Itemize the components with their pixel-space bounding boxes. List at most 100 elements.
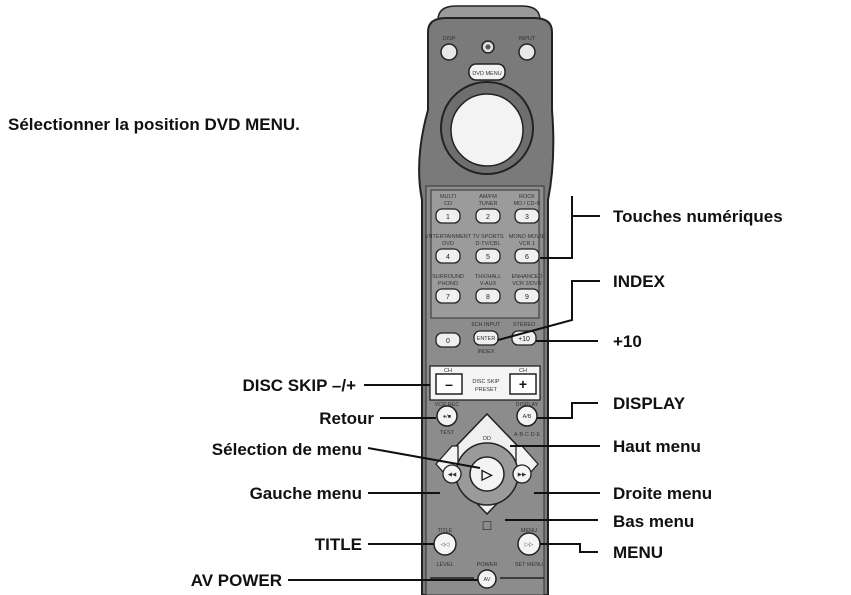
- label-select-dvd-menu: Sélectionner la position DVD MENU.: [8, 115, 300, 134]
- label-plus10: +10: [613, 332, 642, 351]
- key-caption-source: CD: [444, 201, 452, 207]
- zero-button[interactable]: [435, 332, 461, 348]
- key-caption-source: DVD: [442, 241, 454, 247]
- key-caption-top: TV SPORTS: [472, 234, 503, 240]
- label-display: DISPLAY: [613, 394, 686, 413]
- plus10-button-label: +10: [518, 336, 530, 343]
- key-caption-top: SURROUND: [432, 274, 464, 280]
- key-caption-top: MULTI: [440, 194, 457, 200]
- key-caption-source: PHONO: [438, 281, 459, 287]
- retour-button-label: ●/■: [443, 414, 451, 420]
- menu-caption: MENU: [521, 528, 537, 534]
- key-caption-top: ENHANCED: [512, 274, 543, 280]
- label-retour: Retour: [319, 409, 374, 428]
- navigation-area: ▷ DD ◀◀ ▶▶ □: [435, 412, 539, 533]
- title-button-icon: ◁◁: [441, 542, 450, 548]
- abcde-caption: A·B·C·D·E: [514, 432, 541, 438]
- enter-button-label: ENTER: [477, 336, 496, 342]
- zero-button-label: 0: [446, 338, 450, 345]
- label-title: TITLE: [315, 535, 362, 554]
- key-caption-top: AM/FM: [479, 194, 497, 200]
- numeric-key-7[interactable]: [435, 288, 461, 304]
- callout-lines: [288, 196, 600, 581]
- play-button[interactable]: [469, 456, 505, 492]
- key-caption-top: MONO MOVIE: [509, 234, 546, 240]
- numeric-key-2[interactable]: [475, 208, 501, 224]
- label-av-power: AV POWER: [191, 571, 282, 590]
- skip-back-button[interactable]: [442, 464, 462, 484]
- numeric-key-label: 7: [446, 294, 450, 301]
- numeric-key-6[interactable]: [514, 248, 540, 264]
- disc-skip-minus-button[interactable]: [435, 373, 463, 395]
- set-menu-caption: SET MENU: [515, 562, 543, 568]
- ch-caption-right: CH: [519, 368, 527, 374]
- disc-skip-plus-label: +: [519, 376, 527, 392]
- numeric-key-5[interactable]: [475, 248, 501, 264]
- title-caption: TITLE: [438, 528, 453, 534]
- skip-forward-button[interactable]: [512, 464, 532, 484]
- label-numeric-keys: Touches numériques: [613, 207, 783, 226]
- label-gauche-menu: Gauche menu: [250, 484, 362, 503]
- av-power-button-label: AV: [484, 577, 491, 583]
- key-caption-top: ROCK: [519, 194, 535, 200]
- disc-skip-caption: DISC SKIP: [472, 379, 500, 385]
- numeric-key-3[interactable]: [514, 208, 540, 224]
- numeric-key-1[interactable]: [435, 208, 461, 224]
- rotary-dial-inner: [450, 93, 524, 167]
- key-caption-source: VCR 2/DVR: [512, 281, 541, 287]
- label-bas-menu: Bas menu: [613, 512, 694, 531]
- dvd-menu-position[interactable]: [468, 63, 506, 81]
- numeric-key-9[interactable]: [514, 288, 540, 304]
- numeric-key-label: 3: [525, 214, 529, 221]
- enter-caption: 6CH INPUT: [471, 322, 501, 328]
- test-caption: TEST: [440, 430, 455, 436]
- index-leader: [497, 280, 600, 341]
- plus10-caption: STEREO: [513, 322, 536, 328]
- dsp-up-label: DD: [483, 436, 491, 442]
- disc-skip-minus-label: –: [445, 376, 453, 392]
- dvd-menu-text: DVD MENU: [472, 71, 501, 77]
- power-caption: POWER: [477, 562, 498, 568]
- stop-icon[interactable]: □: [483, 517, 492, 533]
- enter-button[interactable]: [473, 330, 499, 346]
- numeric-key-8[interactable]: [475, 288, 501, 304]
- disc-skip-plus-button[interactable]: [509, 373, 537, 395]
- display-leader: [537, 402, 598, 419]
- remote-control: DISP INPUT DVD MENU MULTICD1AM/FMTUNER2R…: [418, 5, 555, 595]
- label-index: INDEX: [613, 272, 666, 291]
- input-button[interactable]: [518, 43, 536, 61]
- numeric-key-label: 1: [446, 214, 450, 221]
- input-label: INPUT: [519, 36, 536, 42]
- display-caption: DISPLAY: [516, 402, 539, 408]
- play-icon: ▷: [481, 466, 494, 482]
- numeric-key-label: 5: [486, 254, 490, 261]
- callout-labels: Sélectionner la position DVD MENU. Touch…: [8, 115, 783, 590]
- numeric-key-4[interactable]: [435, 248, 461, 264]
- key-caption-source: VCR 1: [519, 241, 535, 247]
- vcr-rec-caption: VCR REC: [435, 402, 460, 408]
- label-haut-menu: Haut menu: [613, 437, 701, 456]
- retour-button[interactable]: [436, 405, 458, 427]
- disp-label: DISP: [443, 36, 456, 42]
- numeric-key-label: 9: [525, 294, 529, 301]
- key-caption-top: ENTERTAINMENT: [425, 234, 472, 240]
- level-caption: LEVEL: [436, 562, 453, 568]
- label-selection-menu: Sélection de menu: [212, 440, 362, 459]
- numeric-key-label: 8: [486, 294, 490, 301]
- ch-caption-left: CH: [444, 368, 452, 374]
- skip-back-icon: ◀◀: [448, 472, 457, 478]
- menu-leader: [540, 543, 598, 553]
- preset-caption: PRESET: [475, 387, 498, 393]
- numeric-key-label: 4: [446, 254, 450, 261]
- display-button-label: A/B: [523, 414, 532, 420]
- display-button[interactable]: [516, 405, 538, 427]
- label-disc-skip: DISC SKIP –/+: [242, 376, 356, 395]
- numeric-key-label: 2: [486, 214, 490, 221]
- selection-menu-leader: [367, 447, 481, 469]
- skip-forward-icon: ▶▶: [518, 472, 527, 478]
- disp-button[interactable]: [440, 43, 458, 61]
- label-menu: MENU: [613, 543, 663, 562]
- center-ring-inner: [485, 44, 491, 50]
- menu-button-icon: ▷▷: [525, 542, 534, 548]
